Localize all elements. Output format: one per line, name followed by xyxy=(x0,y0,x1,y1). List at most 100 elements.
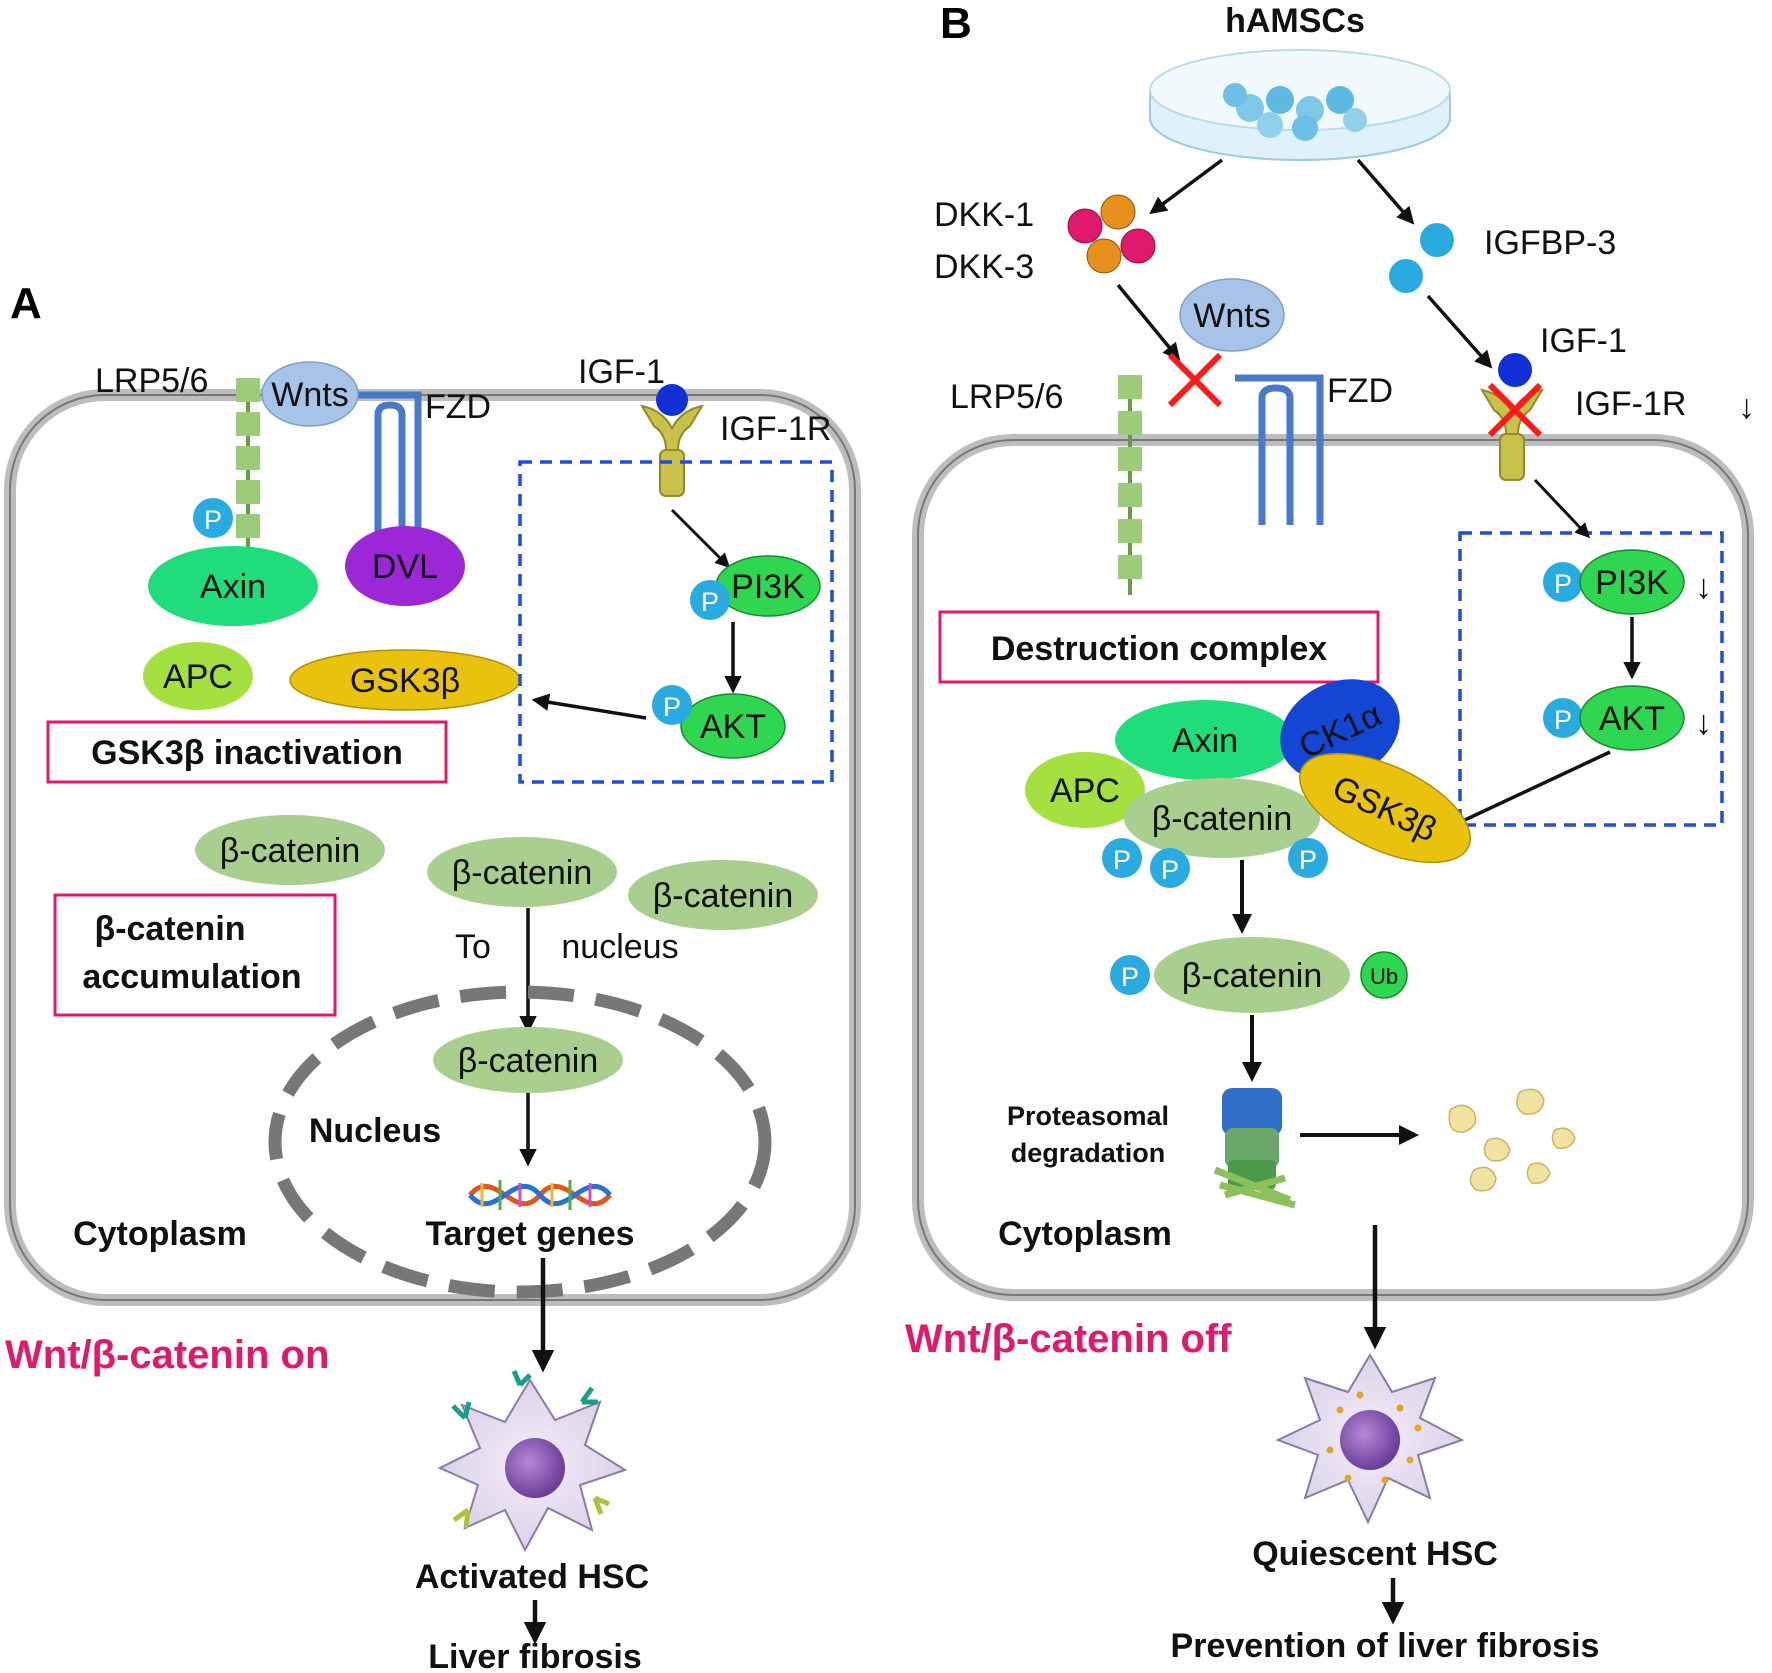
cytoplasm-label-b: Cytoplasm xyxy=(998,1215,1172,1253)
phospho-label: P xyxy=(663,692,681,722)
gsk3b-b xyxy=(1299,752,1471,864)
activated-hsc-icon xyxy=(437,1370,628,1553)
destruction-complex-label: Destruction complex xyxy=(991,630,1327,668)
status-off-label: Wnt/β-catenin off xyxy=(905,1317,1232,1361)
akt-label-a: AKT xyxy=(700,708,766,746)
phospho-bcat-ub xyxy=(1110,955,1150,995)
beta-catenin-label: β-catenin xyxy=(1182,957,1323,995)
apc-b xyxy=(1025,752,1145,828)
panel-b-label: B xyxy=(940,0,972,48)
fzd-receptor-b xyxy=(1235,374,1324,525)
wnts-ligand-b xyxy=(1179,278,1285,352)
phospho-label: P xyxy=(1121,962,1139,992)
pi3k-akt-box-a xyxy=(518,460,834,784)
beta-catenin-label: β-catenin xyxy=(653,877,794,915)
beta-catenin-label: β-catenin xyxy=(220,832,361,870)
block-x-icon-wnt xyxy=(1167,352,1223,408)
igf1r-label-b: IGF-1R xyxy=(1575,385,1686,423)
wnts-ligand-a xyxy=(261,361,359,427)
proteasome-icon xyxy=(1213,1088,1296,1209)
degraded-fragments-icon xyxy=(1448,1088,1576,1192)
dna-helix-icon xyxy=(468,1180,612,1210)
ubiquitin-b xyxy=(1360,951,1408,999)
fzd-label-a: FZD xyxy=(425,388,491,426)
block-x-icon-igf xyxy=(1487,382,1543,438)
nucleus-envelope xyxy=(268,985,772,1299)
igf1-label-b: IGF-1 xyxy=(1540,322,1627,360)
igfbp3-molecules xyxy=(1389,223,1454,293)
lrp5-6-receptor-b xyxy=(1118,375,1142,595)
igf1r-label-a: IGF-1R xyxy=(720,410,831,448)
phospho-bcat-1 xyxy=(1102,838,1142,878)
akt-b xyxy=(1579,685,1685,751)
igf1r-receptor-a xyxy=(639,404,705,497)
apc-label-b: APC xyxy=(1050,772,1120,810)
lrp-label-b: LRP5/6 xyxy=(950,378,1063,416)
panel-a: A LRP5/6 FZD Wnts P Axin DVL APC GSK3β xyxy=(4,279,861,1673)
phospho-akt-b xyxy=(1543,698,1583,738)
fzd-label-b: FZD xyxy=(1327,372,1393,410)
gsk3b-label-a: GSK3β xyxy=(350,662,460,700)
beta-catenin-free-3 xyxy=(628,860,818,930)
igfbp3-label: IGFBP-3 xyxy=(1484,224,1616,262)
gsk3b-inactivation-box xyxy=(46,720,448,784)
apc-a xyxy=(143,642,253,710)
phospho-lrp-a xyxy=(193,498,233,538)
phospho-label: P xyxy=(204,505,222,535)
panel-a-label: A xyxy=(10,279,42,328)
phospho-label: P xyxy=(1554,705,1572,735)
pi3k-akt-box-b xyxy=(1458,531,1724,827)
nucleus-word-label: nucleus xyxy=(561,928,678,966)
phospho-label: P xyxy=(1161,855,1179,885)
ubiquitin-label: Ub xyxy=(1370,964,1398,989)
akt-label-b: AKT xyxy=(1599,700,1665,738)
dvl-label-a: DVL xyxy=(372,548,438,586)
beta-catenin-nuclear xyxy=(433,1027,623,1093)
accumulation-line2: accumulation xyxy=(82,958,301,996)
panel-b: B hAMSCs DKK-1 DKK-3 IGFBP-3 xyxy=(905,0,1755,1665)
phospho-label: P xyxy=(1554,569,1572,599)
axin-a xyxy=(148,546,318,626)
nucleus-label: Nucleus xyxy=(309,1112,441,1150)
beta-catenin-free-1 xyxy=(195,815,385,885)
phospho-label: P xyxy=(1113,845,1131,875)
quiescent-hsc-icon xyxy=(1275,1353,1465,1525)
phospho-pi3k-a xyxy=(690,580,730,620)
proteasomal-label: Proteasomal xyxy=(1007,1101,1169,1131)
igf1-label-a: IGF-1 xyxy=(578,353,665,391)
dkk3-label: DKK-3 xyxy=(934,248,1034,286)
status-on-label: Wnt/β-catenin on xyxy=(5,1333,329,1377)
phospho-bcat-2 xyxy=(1150,848,1190,888)
destruction-complex-box xyxy=(938,610,1380,684)
phospho-bcat-3 xyxy=(1288,838,1328,878)
dkk1-label: DKK-1 xyxy=(934,196,1034,234)
lrp5-6-receptor xyxy=(236,378,260,570)
akt-a xyxy=(680,693,786,759)
axin-label-b: Axin xyxy=(1172,722,1238,760)
petri-dish-icon xyxy=(1149,49,1451,161)
axin-b xyxy=(1115,700,1295,780)
beta-catenin-complex xyxy=(1124,778,1320,858)
dvl-a xyxy=(345,526,465,606)
wnts-label-a: Wnts xyxy=(271,376,348,414)
beta-catenin-label: β-catenin xyxy=(452,854,593,892)
ck1a-b xyxy=(1280,679,1400,781)
beta-catenin-free-2 xyxy=(427,837,617,907)
to-label: To xyxy=(455,928,491,966)
wnts-label-b: Wnts xyxy=(1193,297,1270,335)
cytoplasm-label-a: Cytoplasm xyxy=(73,1215,247,1253)
accumulation-line1: β-catenin xyxy=(94,910,245,948)
lrp-label-a: LRP5/6 xyxy=(95,362,208,400)
phospho-pi3k-b xyxy=(1543,562,1583,602)
quiescent-hsc-label: Quiescent HSC xyxy=(1252,1535,1498,1573)
liver-fibrosis-label: Liver fibrosis xyxy=(428,1638,642,1673)
pi3k-label-b: PI3K xyxy=(1595,564,1669,602)
pi3k-b xyxy=(1579,549,1685,615)
hamscs-label: hAMSCs xyxy=(1225,2,1365,40)
beta-catenin-ub xyxy=(1154,937,1350,1013)
beta-catenin-label: β-catenin xyxy=(1152,800,1293,838)
igf1r-receptor-b xyxy=(1479,388,1545,481)
pi3k-down-arrow-icon: ↓ xyxy=(1695,568,1712,606)
akt-down-arrow-icon: ↓ xyxy=(1695,704,1712,742)
